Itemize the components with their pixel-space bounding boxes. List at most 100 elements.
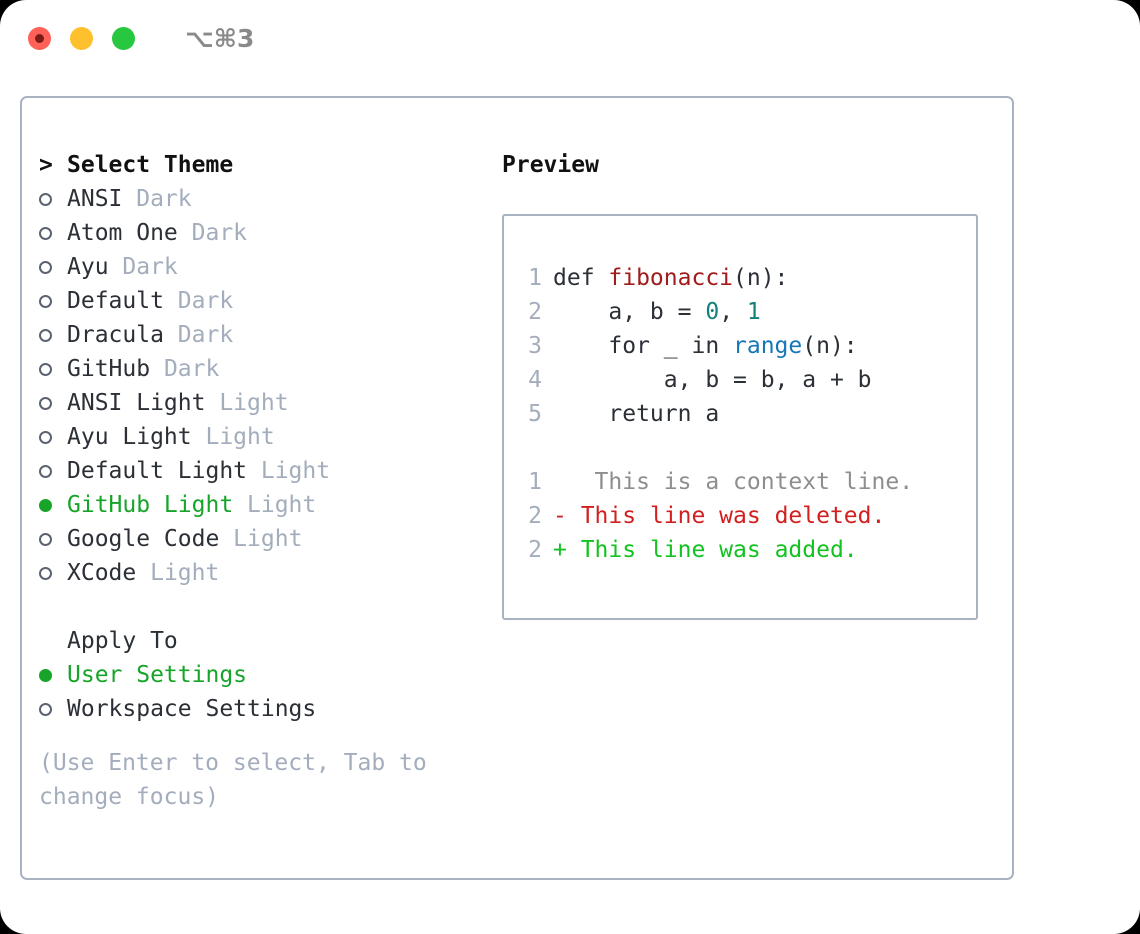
theme-name: ANSI Light xyxy=(67,390,206,416)
radio-unselected-icon[interactable] xyxy=(39,464,67,478)
keyboard-shortcut-label: ⌥⌘3 xyxy=(185,23,255,53)
line-number: 1 xyxy=(528,265,542,291)
diff-text: This line was added. xyxy=(566,537,858,563)
diff-line: 2+ This line was added. xyxy=(516,533,976,567)
close-button[interactable] xyxy=(28,26,51,50)
radio-unselected-icon[interactable] xyxy=(39,260,67,274)
theme-variant-tag: Light xyxy=(191,424,275,450)
bullet-shape xyxy=(39,362,52,376)
code-token-plain: (n): xyxy=(802,333,858,359)
theme-name: XCode xyxy=(67,560,137,586)
theme-name: Ayu Light xyxy=(67,424,192,450)
code-token-plain: for _ in xyxy=(553,333,734,359)
preview-title: Preview xyxy=(502,152,599,178)
diff-line: 1 This is a context line. xyxy=(516,465,976,499)
bullet-shape xyxy=(39,532,52,546)
code-line-text: return a xyxy=(542,397,719,431)
line-number: 2 xyxy=(528,299,542,325)
theme-list-item[interactable]: ANSI Dark xyxy=(39,182,479,216)
traffic-light-group xyxy=(28,26,135,50)
radio-selected-icon[interactable] xyxy=(39,668,67,682)
radio-unselected-icon[interactable] xyxy=(39,294,67,308)
theme-variant-tag: Dark xyxy=(150,356,220,382)
diff-text: This is a context line. xyxy=(566,469,914,495)
code-line-text: a, b = 0, 1 xyxy=(542,295,761,329)
code-token-plain: (n): xyxy=(733,265,789,291)
theme-name: Ayu xyxy=(67,254,109,280)
radio-unselected-icon[interactable] xyxy=(39,362,67,376)
theme-list-item[interactable]: Dracula Dark xyxy=(39,318,479,352)
radio-selected-icon[interactable] xyxy=(39,498,67,512)
theme-list-item[interactable]: ANSI Light Light xyxy=(39,386,479,420)
theme-variant-tag: Light xyxy=(219,526,303,552)
minimize-button[interactable] xyxy=(70,26,93,50)
code-line: 5 return a xyxy=(516,397,976,431)
bullet-shape xyxy=(39,192,52,206)
radio-unselected-icon[interactable] xyxy=(39,532,67,546)
code-token-num: 1 xyxy=(746,299,761,325)
diff-text: This line was deleted. xyxy=(566,503,886,529)
theme-list-item[interactable]: Default Light Light xyxy=(39,454,479,488)
bullet-shape xyxy=(39,702,52,716)
code-token-plain: a, b = xyxy=(553,299,706,325)
radio-unselected-icon[interactable] xyxy=(39,192,67,206)
bullet-shape xyxy=(39,396,52,410)
radio-unselected-icon[interactable] xyxy=(39,566,67,580)
theme-name: GitHub Light xyxy=(67,492,234,518)
bullet-shape xyxy=(39,566,52,580)
theme-variant-tag: Light xyxy=(136,560,220,586)
theme-list-item[interactable]: GitHub Dark xyxy=(39,352,479,386)
diff-line-text: + This line was added. xyxy=(542,533,858,567)
theme-list-item[interactable]: Default Dark xyxy=(39,284,479,318)
code-diff-separator xyxy=(516,431,976,465)
theme-list-item[interactable]: Ayu Light Light xyxy=(39,420,479,454)
theme-list-item[interactable]: Atom One Dark xyxy=(39,216,479,250)
radio-unselected-icon[interactable] xyxy=(39,430,67,444)
diff-marker: - xyxy=(553,503,567,529)
theme-list-header: >Select Theme xyxy=(39,148,479,182)
theme-list-title: Select Theme xyxy=(67,152,234,178)
theme-list-item[interactable]: Google Code Light xyxy=(39,522,479,556)
list-spacer xyxy=(39,590,479,624)
radio-unselected-icon[interactable] xyxy=(39,226,67,240)
theme-name: Default xyxy=(67,288,164,314)
apply-to-header: Apply To xyxy=(67,628,178,654)
maximize-button[interactable] xyxy=(112,26,135,50)
theme-list-item[interactable]: Ayu Dark xyxy=(39,250,479,284)
theme-list-item[interactable]: XCode Light xyxy=(39,556,479,590)
keyboard-hint-text: (Use Enter to select, Tab to change focu… xyxy=(39,750,441,810)
radio-unselected-icon[interactable] xyxy=(39,396,67,410)
apply-to-option[interactable]: User Settings xyxy=(39,658,479,692)
diff-sample: 1 This is a context line. 2- This line wa… xyxy=(516,465,976,567)
apply-to-option[interactable]: Workspace Settings xyxy=(39,692,479,726)
line-number: 5 xyxy=(528,401,542,427)
theme-variant-tag: Dark xyxy=(122,186,192,212)
theme-name: Dracula xyxy=(67,322,164,348)
line-number: 3 xyxy=(528,333,542,359)
radio-unselected-icon[interactable] xyxy=(39,328,67,342)
theme-variant-tag: Dark xyxy=(163,288,234,314)
theme-variant-tag: Light xyxy=(205,390,289,416)
code-token-num: 0 xyxy=(705,299,720,325)
code-token-plain: a, b = b, a + b xyxy=(553,367,872,393)
code-token-plain: , xyxy=(719,299,747,325)
code-token-call: range xyxy=(733,333,803,359)
theme-name: Default Light xyxy=(67,458,248,484)
radio-unselected-icon[interactable] xyxy=(39,702,67,716)
line-number: 2 xyxy=(528,503,542,529)
bullet-shape xyxy=(39,328,52,342)
bullet-shape xyxy=(39,464,52,478)
theme-name: Atom One xyxy=(67,220,178,246)
line-number: 1 xyxy=(528,469,542,495)
theme-name: ANSI xyxy=(67,186,123,212)
theme-list-item[interactable]: GitHub Light Light xyxy=(39,488,479,522)
theme-variant-tag: Dark xyxy=(177,220,248,246)
